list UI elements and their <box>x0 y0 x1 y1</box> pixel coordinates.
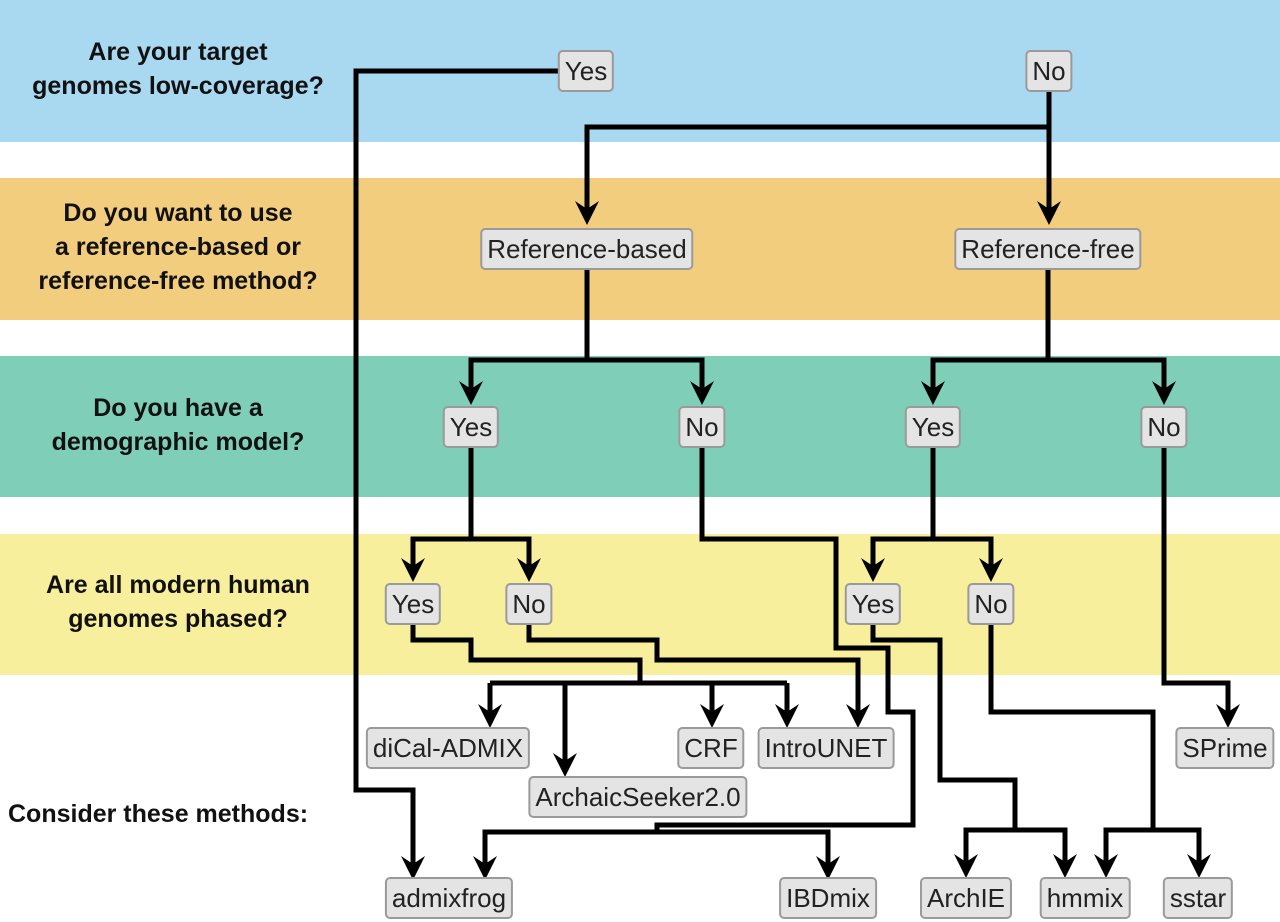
method-sstar[interactable]: sstar <box>1162 877 1234 919</box>
arrowhead-icon <box>1037 201 1061 225</box>
method-hmmix[interactable]: hmmix <box>1039 877 1131 919</box>
q4-refbased-no-node[interactable]: No <box>505 583 553 625</box>
question-low-coverage: Are your target genomes low-coverage? <box>32 38 324 100</box>
method-sprime[interactable]: SPrime <box>1175 727 1275 769</box>
q4-reffree-yes-node[interactable]: Yes <box>844 583 902 625</box>
line-rf-yes-to-no <box>933 536 994 568</box>
line-to-admixfrog-2 <box>482 829 657 866</box>
arrowhead-icon <box>979 558 1003 582</box>
method-archaicseeker[interactable]: ArchaicSeeker2.0 <box>528 776 748 818</box>
line-to-archie <box>963 827 1015 864</box>
question-phased: Are all modern human genomes phased? <box>46 571 310 633</box>
line-reffree-yes <box>930 357 1048 391</box>
reference-free-node[interactable]: Reference-free <box>954 228 1142 270</box>
q4-reffree-no-node[interactable]: No <box>967 583 1015 625</box>
arrowhead-icon <box>846 704 870 728</box>
arrowhead-icon <box>1094 854 1118 878</box>
line-rb-ph-yes <box>410 623 643 683</box>
arrowhead-icon <box>861 558 885 582</box>
line-refbased-yes <box>468 357 587 391</box>
line-rf-ph-no <box>988 623 1156 830</box>
arrowhead-icon <box>690 381 714 405</box>
method-crf[interactable]: CRF <box>677 727 745 769</box>
q3-refbased-no-node[interactable]: No <box>678 406 726 448</box>
method-ibdmix[interactable]: IBDmix <box>779 877 877 919</box>
question-demographic-model: Do you have a demographic model? <box>51 394 305 456</box>
line-rf-yes-to-yes <box>870 536 933 568</box>
line-rb-yes-to-no <box>471 536 532 568</box>
line-no-to-refbased <box>584 124 1049 211</box>
arrowhead-icon <box>700 704 724 728</box>
arrowhead-icon <box>954 854 978 878</box>
line-rb-yes-to-yes <box>410 536 471 568</box>
method-archie[interactable]: ArchIE <box>919 877 1013 919</box>
line-rb-no-route <box>654 446 916 832</box>
reference-based-node[interactable]: Reference-based <box>480 228 694 270</box>
q1-yes-node[interactable]: Yes <box>557 50 615 92</box>
band-phased <box>0 534 1280 675</box>
arrowhead-icon <box>517 558 541 582</box>
method-admixfrog[interactable]: admixfrog <box>384 877 514 919</box>
arrowhead-icon <box>459 381 483 405</box>
arrowhead-icon <box>473 856 497 880</box>
q1-no-node[interactable]: No <box>1025 50 1073 92</box>
arrowhead-icon <box>401 856 425 880</box>
line-to-hmmix-2 <box>1103 827 1153 864</box>
line-refbased-no <box>587 357 705 391</box>
arrowhead-icon <box>1187 854 1211 878</box>
arrowhead-icon <box>478 704 502 728</box>
q3-refbased-yes-node[interactable]: Yes <box>442 406 500 448</box>
question-reference-method: Do you want to use a reference-based or … <box>38 199 318 295</box>
arrowhead-icon <box>1053 854 1077 878</box>
line-to-ibdmix <box>657 829 831 866</box>
arrowhead-icon <box>775 704 799 728</box>
method-introunet[interactable]: IntroUNET <box>757 727 895 769</box>
arrowhead-icon <box>816 856 840 880</box>
line-rb-ph-no-to-introunet <box>526 623 861 714</box>
line-to-sstar <box>1153 827 1202 864</box>
line-to-hmmix-1 <box>1015 827 1068 864</box>
line-rf-no-to-sprime <box>1161 446 1231 714</box>
line-reffree-no <box>1048 357 1167 391</box>
method-dical-admix[interactable]: diCal-ADMIX <box>365 727 531 769</box>
q3-reffree-yes-node[interactable]: Yes <box>904 406 962 448</box>
q4-refbased-yes-node[interactable]: Yes <box>384 583 442 625</box>
arrowhead-icon <box>921 381 945 405</box>
arrowhead-icon <box>1216 704 1240 728</box>
arrowhead-icon <box>401 558 425 582</box>
q3-reffree-no-node[interactable]: No <box>1140 406 1188 448</box>
line-yes-to-admixfrog <box>353 68 558 866</box>
arrowhead-icon <box>575 201 599 225</box>
consider-methods-label: Consider these methods: <box>8 800 309 828</box>
arrowhead-icon <box>1152 381 1176 405</box>
band-demographic <box>0 356 1280 497</box>
arrowhead-icon <box>553 753 577 777</box>
line-rf-ph-yes <box>870 623 1018 830</box>
